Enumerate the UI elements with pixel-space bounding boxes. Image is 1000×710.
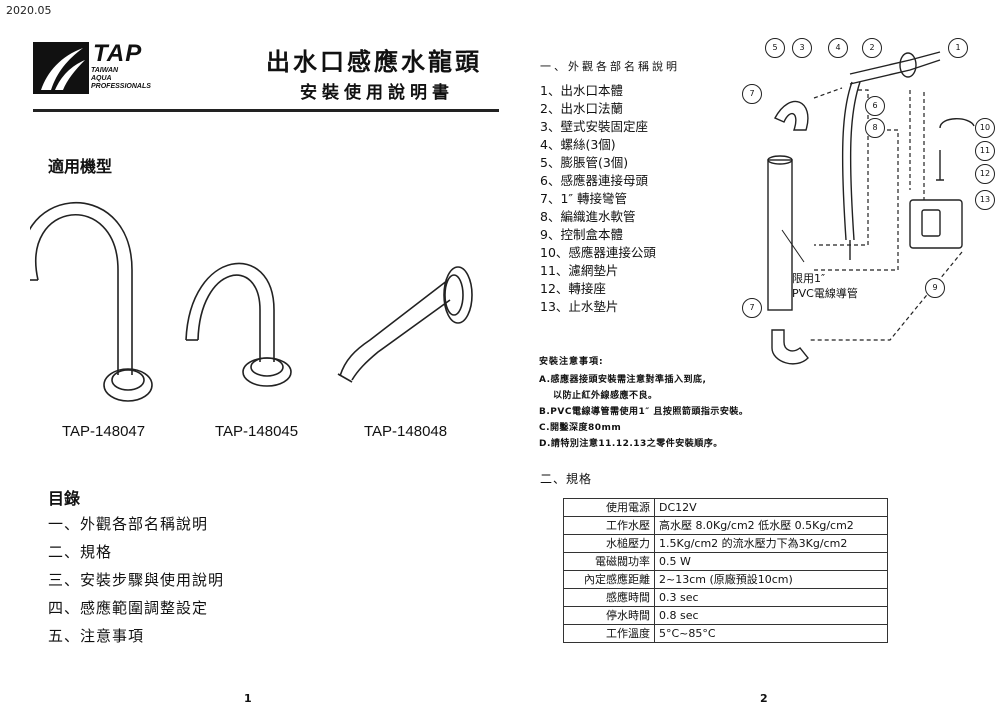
callout-12: 12 [975,164,995,184]
page-title: 出水口感應水龍頭 [266,48,482,76]
control-box-drawing [909,199,963,249]
part-item: 7、1″ 轉接彎管 [540,191,628,206]
applicable-models-heading: 適用機型 [48,157,113,176]
callout-2: 2 [862,38,882,58]
callout-7-top: 7 [742,84,762,104]
pvc-pipe-drawing [767,159,793,311]
notes-title: 安裝注意事項: [539,357,604,367]
elbow-bottom-drawing [771,329,809,365]
logo-brand: TAP [93,40,143,67]
part-item: 9、控制盒本體 [540,227,623,242]
logo-line-3: PROFESSIONALS [91,83,151,90]
model-label-148045: TAP-148045 [215,423,299,440]
fitting-drawing [936,118,975,181]
callout-6: 6 [865,96,885,116]
date-label: 2020.05 [6,4,52,17]
table-row: 工作水壓高水壓 8.0Kg/cm2 低水壓 0.5Kg/cm2 [563,516,888,535]
flange-drawing [899,52,917,78]
tap-logo-mark-icon [33,42,89,94]
part-item: 4、螺絲(3個) [540,137,616,152]
section1-title: 一、外觀各部名稱說明 [540,60,680,73]
pvc-label-line-2: PVC電線導管 [792,287,858,300]
toc-item: 二、規格 [48,543,113,561]
header-divider [33,109,499,112]
part-item: 11、濾網墊片 [540,263,619,278]
part-item: 5、膨脹管(3個) [540,155,629,170]
toc-item: 五、注意事項 [48,627,145,645]
note-item: B.PVC電線導管需使用1″ 且按照箭頭指示安裝。 [539,407,749,417]
callout-8: 8 [865,118,885,138]
page-number-2: 2 [760,692,768,705]
faucet-148045-drawing [185,262,292,387]
faucet-148047-drawing [30,202,153,402]
toc-title: 目錄 [48,489,81,508]
faucet-drawings [30,202,473,402]
callout-10: 10 [975,118,995,138]
faucet-148048-drawing [337,266,473,383]
note-item: C.開鑿深度80mm [539,423,622,433]
page-subtitle: 安裝使用說明書 [300,83,454,103]
section2-title: 二、規格 [540,472,593,486]
callout-4: 4 [828,38,848,58]
model-label-148048: TAP-148048 [364,423,448,440]
part-item: 8、編織進水軟管 [540,209,636,224]
logo-line-2: AQUA [91,75,112,82]
part-item: 1、出水口本體 [540,83,623,98]
pvc-label-line-1: 限用1″ [792,272,826,285]
hose-drawing [841,81,853,241]
model-label-148047: TAP-148047 [62,423,146,440]
note-item: D.請特別注意11.12.13之零件安裝順序。 [539,439,723,449]
note-item: A.感應器接頭安裝需注意對準插入到底, [539,375,707,385]
toc-item: 四、感應範圍調整設定 [48,599,209,617]
parts-diagram [767,51,975,365]
callout-7-bottom: 7 [742,298,762,318]
elbow-top-drawing [774,100,809,131]
part-item: 13、止水墊片 [540,299,619,314]
callout-9: 9 [925,278,945,298]
pvc-leader-line [781,229,805,263]
pvc-label: 限用1″ PVC電線導管 [792,271,858,301]
callout-11: 11 [975,141,995,161]
toc-item: 一、外觀各部名稱說明 [48,515,209,533]
part-item: 2、出水口法蘭 [540,101,623,116]
toc-item: 三、安裝步驟與使用說明 [48,571,225,589]
callout-5: 5 [765,38,785,58]
callout-13: 13 [975,190,995,210]
part-item: 3、壁式安裝固定座 [540,119,648,134]
spout-drawing [849,51,941,75]
note-item: 以防止紅外線感應不良。 [553,391,658,401]
logo-line-1: TAIWAN [91,67,119,74]
tap-logo: TAP TAIWAN AQUA PROFESSIONALS [33,40,163,98]
part-item: 6、感應器連接母頭 [540,173,648,188]
callout-3: 3 [792,38,812,58]
part-item: 10、感應器連接公頭 [540,245,656,260]
page-number-1: 1 [244,692,252,705]
callout-1: 1 [948,38,968,58]
part-item: 12、轉接座 [540,281,606,296]
